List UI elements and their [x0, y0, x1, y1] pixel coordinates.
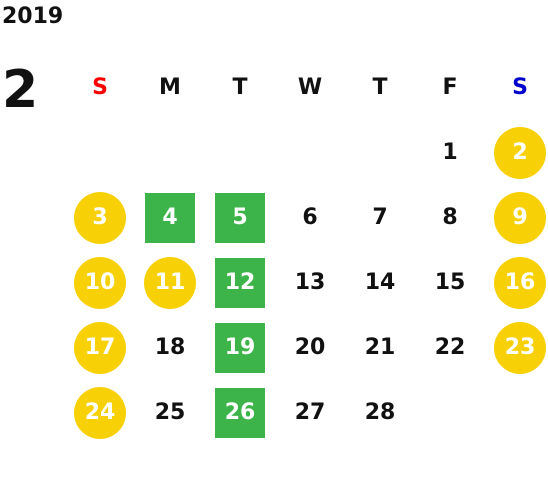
day-cell[interactable]: 24 — [65, 380, 135, 445]
day-cell[interactable]: 21 — [345, 315, 415, 380]
day-cell[interactable]: 12 — [205, 250, 275, 315]
month-number: 2 — [2, 60, 39, 120]
holiday-day-number: 17 — [74, 321, 126, 374]
holiday-day-number: 11 — [144, 256, 196, 309]
year-label: 2019 — [2, 4, 64, 29]
day-number: 1 — [442, 140, 458, 165]
holiday-day-number: 16 — [494, 256, 546, 309]
day-cell[interactable]: 4 — [135, 185, 205, 250]
holiday-day-number: 10 — [74, 256, 126, 309]
week-row: 10 11 12 13 14 15 16 — [65, 250, 548, 315]
weekday-header: T — [372, 75, 388, 100]
day-cell[interactable]: 17 — [65, 315, 135, 380]
day-number: 14 — [364, 270, 396, 295]
day-number: 8 — [442, 205, 458, 230]
day-number: 13 — [294, 270, 326, 295]
empty-day-cell — [275, 120, 345, 185]
day-number: 21 — [364, 335, 396, 360]
empty-day-cell — [65, 120, 135, 185]
empty-day-cell — [135, 120, 205, 185]
highlighted-day-number: 12 — [215, 257, 265, 308]
empty-day-cell — [345, 120, 415, 185]
day-number: 27 — [294, 400, 326, 425]
highlighted-day-number: 4 — [145, 192, 195, 243]
day-number: 20 — [294, 335, 326, 360]
day-cell[interactable]: 7 — [345, 185, 415, 250]
holiday-day-number: 2 — [494, 126, 546, 179]
day-cell[interactable]: 19 — [205, 315, 275, 380]
day-number: 15 — [434, 270, 466, 295]
day-number: 28 — [364, 400, 396, 425]
day-cell[interactable]: 23 — [485, 315, 548, 380]
day-cell[interactable]: 14 — [345, 250, 415, 315]
empty-day-cell — [485, 380, 548, 445]
day-cell[interactable]: 16 — [485, 250, 548, 315]
weekday-header: W — [297, 75, 323, 100]
day-cell[interactable]: 26 — [205, 380, 275, 445]
day-cell[interactable]: 11 — [135, 250, 205, 315]
holiday-day-number: 9 — [494, 191, 546, 244]
day-cell[interactable]: 13 — [275, 250, 345, 315]
highlighted-day-number: 26 — [215, 387, 265, 438]
day-number: 7 — [372, 205, 388, 230]
day-number: 25 — [154, 400, 186, 425]
day-cell[interactable]: 10 — [65, 250, 135, 315]
week-row: 17 18 19 20 21 22 23 — [65, 315, 548, 380]
weekday-header: T — [232, 75, 248, 100]
day-number: 22 — [434, 335, 466, 360]
day-cell[interactable]: 8 — [415, 185, 485, 250]
empty-day-cell — [205, 120, 275, 185]
day-number: 18 — [154, 335, 186, 360]
day-cell[interactable]: 28 — [345, 380, 415, 445]
week-row: 24 25 26 27 28 — [65, 380, 548, 445]
day-cell[interactable]: 20 — [275, 315, 345, 380]
weekday-header: M — [159, 75, 181, 100]
day-cell[interactable]: 27 — [275, 380, 345, 445]
day-cell[interactable]: 9 — [485, 185, 548, 250]
day-cell[interactable]: 25 — [135, 380, 205, 445]
holiday-day-number: 3 — [74, 191, 126, 244]
day-cell[interactable]: 5 — [205, 185, 275, 250]
day-cell[interactable]: 2 — [485, 120, 548, 185]
day-cell[interactable]: 3 — [65, 185, 135, 250]
holiday-day-number: 23 — [494, 321, 546, 374]
highlighted-day-number: 19 — [215, 322, 265, 373]
weekday-header: S — [92, 75, 108, 100]
holiday-day-number: 24 — [74, 386, 126, 439]
day-cell[interactable]: 22 — [415, 315, 485, 380]
weekday-header: F — [442, 75, 458, 100]
day-cell[interactable]: 15 — [415, 250, 485, 315]
day-cell[interactable]: 6 — [275, 185, 345, 250]
highlighted-day-number: 5 — [215, 192, 265, 243]
day-number: 6 — [302, 205, 318, 230]
day-cell[interactable]: 18 — [135, 315, 205, 380]
empty-day-cell — [415, 380, 485, 445]
day-cell[interactable]: 1 — [415, 120, 485, 185]
weekday-header: S — [512, 75, 528, 100]
